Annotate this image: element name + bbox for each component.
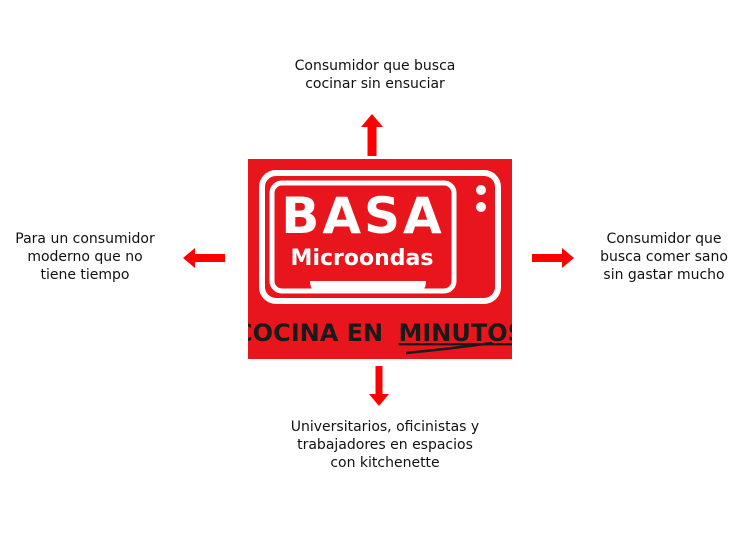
tagline-underline-stroke (405, 341, 493, 355)
caption-top: Consumidor que busca cocinar sin ensucia… (260, 57, 490, 93)
basa-microondas-logo: BASA Microondas COCINA EN MINUTOS (248, 159, 512, 359)
arrow-up-icon (361, 114, 383, 156)
caption-right-line-1: Consumidor que (606, 231, 722, 247)
microwave-icon (259, 170, 501, 304)
caption-left-line-3: tiene tiempo (40, 267, 130, 283)
logo-background (248, 159, 512, 359)
caption-right: Consumidor que busca comer sano sin gast… (578, 230, 750, 284)
caption-left: Para un consumidor moderno que no tiene … (0, 230, 170, 284)
caption-bottom-line-3: con kitchenette (330, 455, 440, 471)
caption-bottom-line-2: trabajadores en espacios (297, 437, 473, 453)
tagline-emphasis: MINUTOS (398, 319, 512, 347)
tagline-main: COCINA EN (248, 319, 383, 347)
caption-right-line-2: busca comer sano (600, 249, 728, 265)
brand-subtitle: Microondas (291, 246, 434, 271)
tagline: COCINA EN MINUTOS (248, 319, 512, 347)
logo-graphic: BASA Microondas COCINA EN MINUTOS (248, 159, 512, 359)
caption-bottom-line-1: Universitarios, oficinistas y (290, 419, 480, 435)
arrow-right-icon (532, 248, 574, 268)
caption-bottom: Universitarios, oficinistas y trabajador… (270, 418, 500, 472)
caption-right-line-3: sin gastar mucho (603, 267, 725, 283)
arrow-left-icon (183, 248, 225, 268)
brand-name: BASA (281, 187, 445, 245)
caption-top-line-2: cocinar sin ensuciar (305, 76, 445, 92)
caption-left-line-2: moderno que no (27, 249, 143, 265)
caption-left-line-1: Para un consumidor (15, 231, 155, 247)
caption-top-line-1: Consumidor que busca (294, 58, 456, 74)
arrow-down-icon (369, 366, 389, 406)
